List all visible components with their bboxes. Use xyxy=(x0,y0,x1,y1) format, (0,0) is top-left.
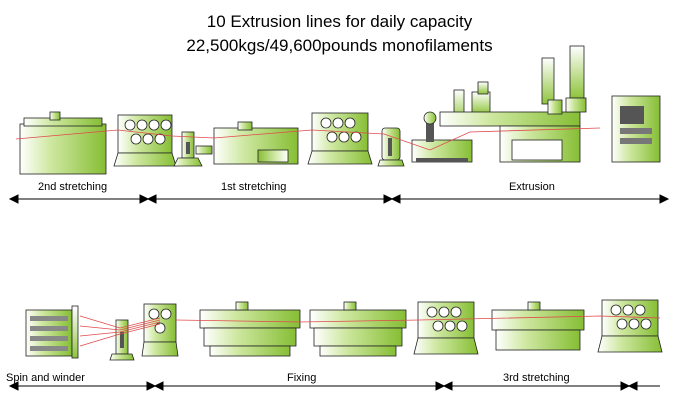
godet-unit-spin xyxy=(141,303,179,357)
godet-unit-3 xyxy=(413,301,479,355)
winder-rack xyxy=(25,305,79,359)
godet-unit-1 xyxy=(307,112,373,165)
section-label-2nd-stretching: 2nd stretching xyxy=(38,181,108,193)
section-label-3rd-stretching: 3rd stretching xyxy=(503,372,570,384)
cooling-stand xyxy=(377,127,405,167)
section-label-1st-stretching: 1st stretching xyxy=(221,181,287,193)
filament-line-top xyxy=(15,127,601,151)
control-cabinet xyxy=(611,95,661,163)
section-arrows-bottom xyxy=(8,381,660,391)
section-label-spin-and-winder: Spin and winder xyxy=(6,372,85,384)
section-label-fixing: Fixing xyxy=(287,372,317,384)
fixing-oven-1 xyxy=(199,301,301,357)
stretching-unit-2a xyxy=(19,111,107,175)
diagram-title-line-1: 10 Extrusion lines for daily capacity xyxy=(206,12,473,31)
water-bath xyxy=(411,111,473,163)
stretching-oven-3 xyxy=(491,301,585,351)
filament-lines-bottom xyxy=(79,315,661,347)
diagram-title-line-2: 22,500kgs/49,600pounds monofilaments xyxy=(186,36,493,55)
godet-unit-2b xyxy=(113,114,177,167)
section-arrows-top xyxy=(8,194,670,204)
fixing-oven-2 xyxy=(309,301,407,357)
tension-stand-1 xyxy=(173,131,213,167)
godet-unit-final xyxy=(597,299,663,353)
stretching-oven-1 xyxy=(213,121,299,165)
section-label-extrusion: Extrusion xyxy=(509,181,555,193)
extruder-machine xyxy=(439,45,587,163)
